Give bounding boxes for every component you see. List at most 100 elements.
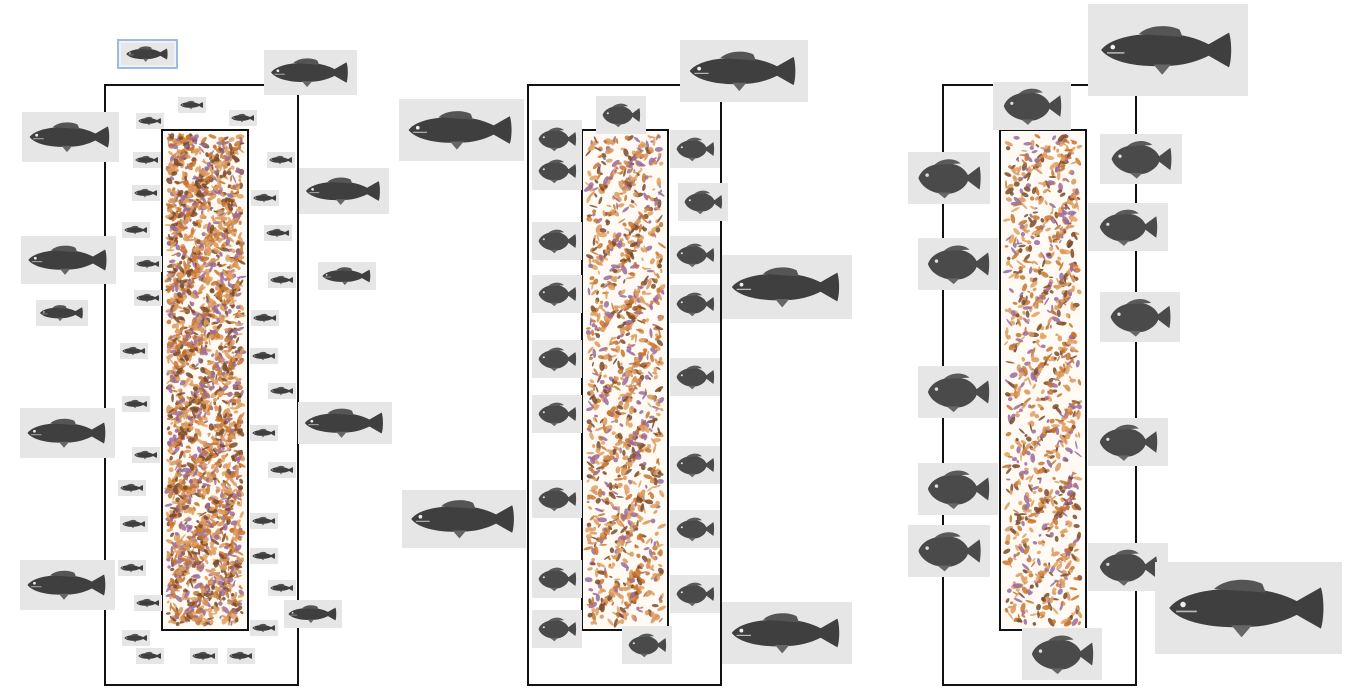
plankton-organism [222, 144, 225, 149]
plankton-organism [199, 566, 205, 573]
plankton-organism [174, 471, 178, 479]
plankton-organism [228, 142, 233, 152]
plankton-organism [595, 497, 601, 504]
plankton-organism [609, 267, 615, 272]
plankton-organism [229, 258, 235, 263]
plankton-organism [226, 221, 233, 229]
plankton-organism [1020, 451, 1022, 462]
plankton-organism [201, 183, 207, 188]
plankton-organism [231, 217, 239, 226]
plankton-organism [222, 523, 228, 531]
plankton-organism [222, 430, 228, 438]
plankton-organism [610, 420, 615, 423]
plankton-organism [199, 143, 209, 147]
plankton-organism [654, 146, 663, 152]
plankton-organism [635, 441, 643, 445]
plankton-organism [166, 426, 171, 431]
plankton-organism [177, 339, 183, 344]
plankton-organism [199, 213, 206, 220]
plankton-organism [236, 491, 242, 498]
largemouth-bass-icon [284, 600, 342, 628]
plankton-organism [232, 394, 240, 398]
plankton-organism [182, 237, 189, 242]
plankton-organism [167, 480, 173, 485]
plankton-organism [598, 371, 602, 378]
plankton-organism [635, 233, 641, 237]
plankton-organism [632, 598, 638, 604]
plankton-organism [168, 408, 175, 414]
plankton-organism [212, 448, 219, 456]
plankton-organism [221, 243, 225, 248]
plankton-organism [218, 387, 222, 392]
plankton-organism [238, 462, 246, 468]
largemouth-bass-icon [264, 225, 292, 241]
plankton-organism [613, 457, 619, 463]
plankton-organism [236, 501, 241, 505]
plankton-organism [637, 286, 640, 293]
plankton-organism [213, 401, 217, 406]
plankton-organism [583, 546, 593, 551]
plankton-organism [214, 534, 220, 540]
plankton-organism [184, 329, 193, 333]
bluegill-sunfish-icon [1100, 134, 1182, 184]
plankton-organism [167, 335, 173, 340]
plankton-organism [188, 425, 194, 431]
plankton-organism [616, 313, 621, 319]
plankton-organism [639, 576, 643, 582]
plankton-organism [218, 288, 223, 292]
plankton-organism [238, 174, 242, 179]
plankton-organism [222, 558, 227, 567]
bluegill-sunfish-icon [918, 463, 998, 515]
plankton-organism [613, 275, 618, 281]
plankton-organism [222, 606, 230, 614]
plankton-organism [206, 299, 210, 304]
plankton-organism [636, 553, 641, 558]
plankton-organism [625, 384, 629, 388]
plankton-organism [230, 539, 234, 550]
plankton-organism [222, 170, 227, 178]
plankton-organism [223, 220, 232, 227]
largemouth-bass-icon [268, 272, 296, 288]
plankton-organism [196, 250, 201, 255]
plankton-organism [220, 565, 228, 571]
plankton-organism [611, 601, 615, 606]
plankton-organism [622, 190, 627, 194]
plankton-organism [656, 412, 661, 417]
plankton-organism [191, 135, 195, 138]
plankton-organism [227, 236, 235, 243]
plankton-organism [611, 302, 615, 312]
bluegill-sunfish-icon [532, 480, 582, 518]
plankton-organism [193, 266, 201, 275]
plankton-organism [654, 278, 658, 283]
plankton-organism [234, 468, 239, 478]
plankton-organism [204, 341, 209, 345]
plankton-organism [204, 583, 208, 591]
plankton-organism [239, 347, 244, 354]
plankton-organism [234, 311, 239, 319]
plankton-organism [203, 469, 208, 474]
plankton-organism [622, 321, 627, 326]
plankton-organism [218, 345, 224, 351]
plankton-organism [638, 223, 642, 233]
plankton-organism [218, 160, 223, 164]
plankton-organism [647, 277, 653, 284]
plankton-organism [230, 200, 234, 207]
bluegill-sunfish-icon [670, 358, 720, 396]
plankton-organism [166, 353, 174, 360]
plankton-organism [180, 153, 187, 161]
plankton-organism [619, 393, 627, 397]
plankton-organism [201, 197, 206, 202]
plankton-organism [181, 464, 187, 468]
plankton-organism [608, 482, 613, 491]
plankton-organism [213, 210, 218, 213]
plankton-organism [221, 201, 226, 208]
plankton-organism [594, 193, 598, 198]
plankton-organism [191, 277, 195, 284]
plankton-organism [239, 420, 242, 424]
plankton-organism [193, 222, 199, 227]
plankton-organism [203, 375, 207, 382]
plankton-organism [628, 596, 631, 604]
plankton-organism [617, 432, 623, 439]
plankton-organism [641, 290, 646, 295]
